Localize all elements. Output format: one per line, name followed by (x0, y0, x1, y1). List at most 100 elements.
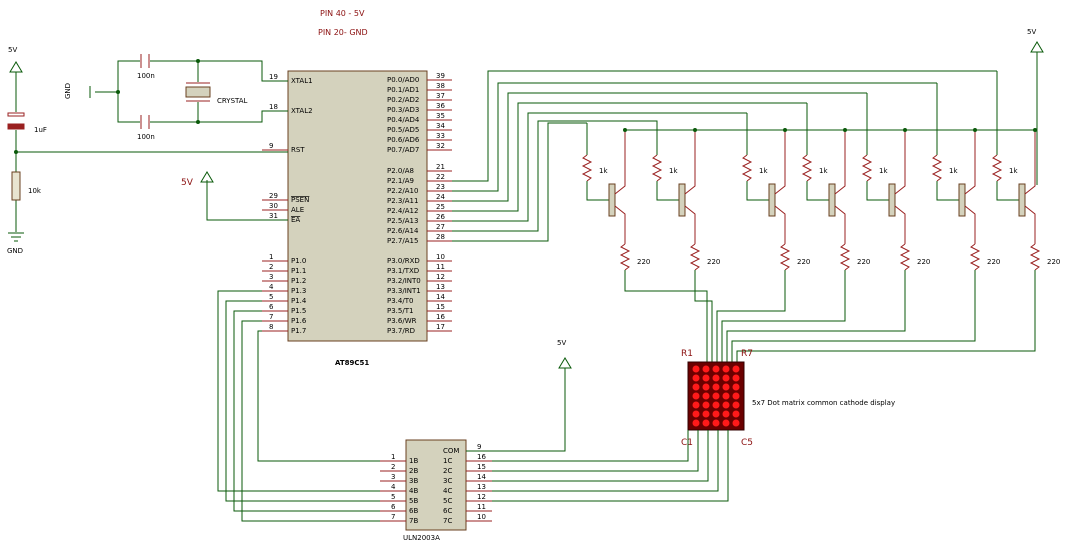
transistor-body (768, 183, 776, 217)
mcu-pin-number: 18 (269, 103, 278, 111)
base-resistor (801, 154, 813, 182)
uln-pin-number: 15 (477, 463, 486, 471)
uln-pin-label: 7C (443, 517, 452, 525)
uln-pin-number: 5 (391, 493, 395, 501)
mcu-pin-number: 19 (269, 73, 278, 81)
uln-pin-number: 16 (477, 453, 486, 461)
matrix-led (732, 419, 740, 427)
rst-resistor-label: 10k (28, 187, 42, 195)
matrix-led (732, 383, 740, 391)
mcu-pin-number: 10 (436, 253, 445, 261)
base-wire (656, 181, 679, 201)
matrix-led (732, 392, 740, 400)
uln-pin-label: 4B (409, 487, 418, 495)
transistor-emitter (614, 205, 626, 244)
matrix-led (732, 410, 740, 418)
mcu-right-pins: 39P0.0/AD038P0.1/AD137P0.2/AD236P0.3/AD3… (387, 72, 452, 335)
ea-5v-circuit: 5V (181, 171, 288, 221)
uln-pin-label: 5B (409, 497, 418, 505)
mcu-pin-number: 38 (436, 82, 445, 90)
matrix-led (712, 410, 720, 418)
rst-cap-bottom (7, 123, 25, 130)
row-wire (726, 270, 906, 362)
matrix-led (712, 383, 720, 391)
matrix-led (702, 383, 710, 391)
base-resistor-label: 1k (599, 167, 608, 175)
matrix-led (722, 383, 730, 391)
matrix-led (692, 392, 700, 400)
uln-pin-label: 6C (443, 507, 452, 515)
transistor-emitter (894, 205, 906, 244)
vcc-label-ea: 5V (181, 178, 194, 188)
mcu-pin-label: P2.0/A8 (387, 167, 414, 175)
vcc-label-uln: 5V (557, 339, 566, 347)
uln-pin-label: 2B (409, 467, 418, 475)
vcc-label-rst: 5V (8, 46, 17, 54)
mcu-pin-number: 11 (436, 263, 445, 271)
mcu-pin-label: P1.2 (291, 277, 306, 285)
row-wire (694, 270, 713, 362)
vcc-label-drivers: 5V (1027, 28, 1036, 36)
mcu-pin-label: P3.0/RXD (387, 257, 420, 265)
note-pin40: PIN 40 - 5V (320, 9, 365, 18)
mcu-pin-number: 25 (436, 203, 445, 211)
row-resistor (839, 243, 851, 271)
row-wire (624, 270, 708, 362)
base-feed-wire (452, 112, 747, 222)
mcu-pin-number: 2 (269, 263, 273, 271)
uln-pin-number: 12 (477, 493, 486, 501)
mcu-pin-number: 17 (436, 323, 445, 331)
mcu-pin-label: RST (291, 146, 305, 154)
transistor-body (1018, 183, 1026, 217)
row-resistor-label: 220 (857, 258, 870, 266)
junction-dot (973, 128, 977, 132)
p1-to-uln-wire (233, 310, 380, 512)
p1-to-uln-wire (217, 290, 380, 492)
matrix-led (692, 410, 700, 418)
base-resistor-label: 1k (949, 167, 958, 175)
mcu-pin-label: P2.2/A10 (387, 187, 418, 195)
cap-1-label: 100n (137, 72, 155, 80)
uln-body (405, 439, 467, 531)
mcu-pin-number: 26 (436, 213, 445, 221)
transistor-collector (834, 130, 846, 195)
transistor-body (958, 183, 966, 217)
bus-wires (217, 290, 729, 522)
mcu-pin-number: 32 (436, 142, 445, 150)
uln-pin-number: 9 (477, 443, 481, 451)
transistor-body (888, 183, 896, 217)
mcu-pin-number: 5 (269, 293, 273, 301)
matrix-led (702, 401, 710, 409)
matrix-led (702, 410, 710, 418)
base-feed-wire (452, 92, 867, 202)
uln-pin-number: 14 (477, 473, 486, 481)
mcu-pin-number: 35 (436, 112, 445, 120)
p1-to-uln-wire (241, 320, 380, 522)
uln-pin-label: 3B (409, 477, 418, 485)
uln-pin-label: COM (443, 447, 459, 455)
row-resistor (1029, 243, 1041, 271)
mcu-pin-label: P1.5 (291, 307, 306, 315)
mcu-pin-number: 33 (436, 132, 445, 140)
base-feed-wire (452, 82, 937, 192)
junction-dot (783, 128, 787, 132)
transistor-collector (614, 130, 626, 195)
mcu-pin-number: 9 (269, 142, 273, 150)
mcu-pin-label: P1.3 (291, 287, 306, 295)
junction-dot (693, 128, 697, 132)
vcc-arrow-uln (558, 357, 572, 369)
transistor-collector (964, 130, 976, 195)
base-resistor-label: 1k (1009, 167, 1018, 175)
mcu-pin-label: P2.7/A15 (387, 237, 418, 245)
matrix-led (702, 365, 710, 373)
uln-pin-number: 6 (391, 503, 396, 511)
oscillator-circuit: 100n 100n CRYSTAL GND (64, 54, 288, 141)
matrix-led (722, 401, 730, 409)
mcu-pin-label: XTAL2 (291, 107, 313, 115)
base-wire (866, 181, 889, 201)
transistor-emitter (964, 205, 976, 244)
base-resistor-label: 1k (669, 167, 678, 175)
cap-2-label: 100n (137, 133, 155, 141)
matrix-led (722, 410, 730, 418)
mcu-pin-number: 1 (269, 253, 273, 261)
